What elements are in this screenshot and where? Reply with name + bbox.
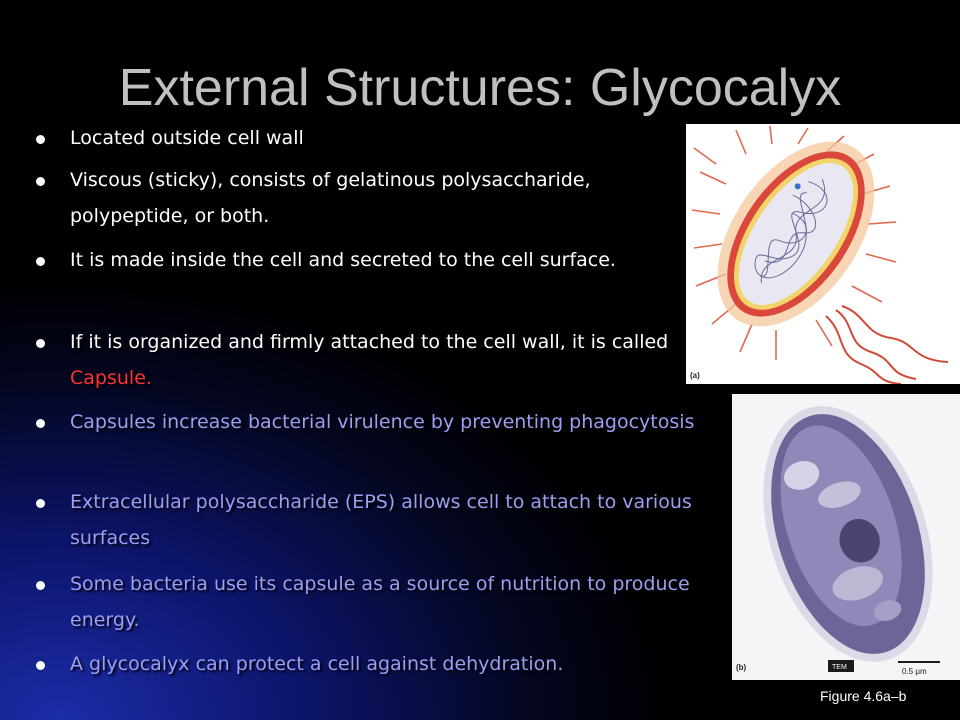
- bullet-item: A glycocalyx can protect a cell against …: [34, 646, 760, 682]
- scale-label: 0.5 μm: [902, 667, 927, 676]
- bullet-dot-icon: [36, 177, 45, 186]
- bullet-dot-icon: [36, 419, 45, 428]
- tem-micrograph: TEM 0.5 μm (b): [732, 394, 960, 680]
- bullet-text: A glycocalyx can protect a cell against …: [70, 653, 564, 675]
- figure-a-label: (a): [690, 371, 700, 380]
- bullet-text: Located outside cell wall: [70, 127, 304, 149]
- bullet-text: It is made inside the cell and secreted …: [70, 249, 616, 271]
- bullet-dot-icon: [36, 257, 45, 266]
- bullet-item: Viscous (sticky), consists of gelatinous…: [34, 162, 710, 234]
- figure-caption: Figure 4.6a–b: [820, 688, 907, 704]
- bacterium-drawing: (a): [690, 125, 949, 384]
- bullet-text: Extracellular polysaccharide (EPS) allow…: [70, 491, 692, 549]
- micrograph-drawing: TEM 0.5 μm (b): [732, 394, 960, 680]
- bullet-dot-icon: [36, 135, 45, 144]
- bullet-dot-icon: [36, 499, 45, 508]
- bullet-item: Capsules increase bacterial virulence by…: [34, 404, 710, 440]
- bullet-item: Extracellular polysaccharide (EPS) allow…: [34, 484, 760, 556]
- capsule-highlight: Capsule.: [70, 367, 152, 389]
- figure-b-label: (b): [736, 663, 747, 672]
- flagella-lines: [825, 305, 949, 384]
- bullet-dot-icon: [36, 581, 45, 590]
- bullet-text: Viscous (sticky), consists of gelatinous…: [70, 169, 591, 227]
- bullet-item: It is made inside the cell and secreted …: [34, 242, 670, 278]
- bullet-dot-icon: [36, 661, 45, 670]
- bullet-item: If it is organized and firmly attached t…: [34, 324, 730, 396]
- cell-body: [717, 141, 875, 327]
- bullet-text: Capsules increase bacterial virulence by…: [70, 411, 695, 433]
- bacterium-illustration: (a): [686, 124, 960, 384]
- bullet-dot-icon: [36, 339, 45, 348]
- bullet-text: Some bacteria use its capsule as a sourc…: [70, 573, 690, 631]
- bullet-item: Located outside cell wall: [34, 120, 730, 156]
- bullet-text: If it is organized and firmly attached t…: [70, 331, 669, 353]
- tem-label: TEM: [832, 664, 847, 671]
- slide-title: External Structures: Glycocalyx: [118, 59, 842, 117]
- pili-lines: [691, 125, 897, 360]
- bullet-item: Some bacteria use its capsule as a sourc…: [34, 566, 760, 638]
